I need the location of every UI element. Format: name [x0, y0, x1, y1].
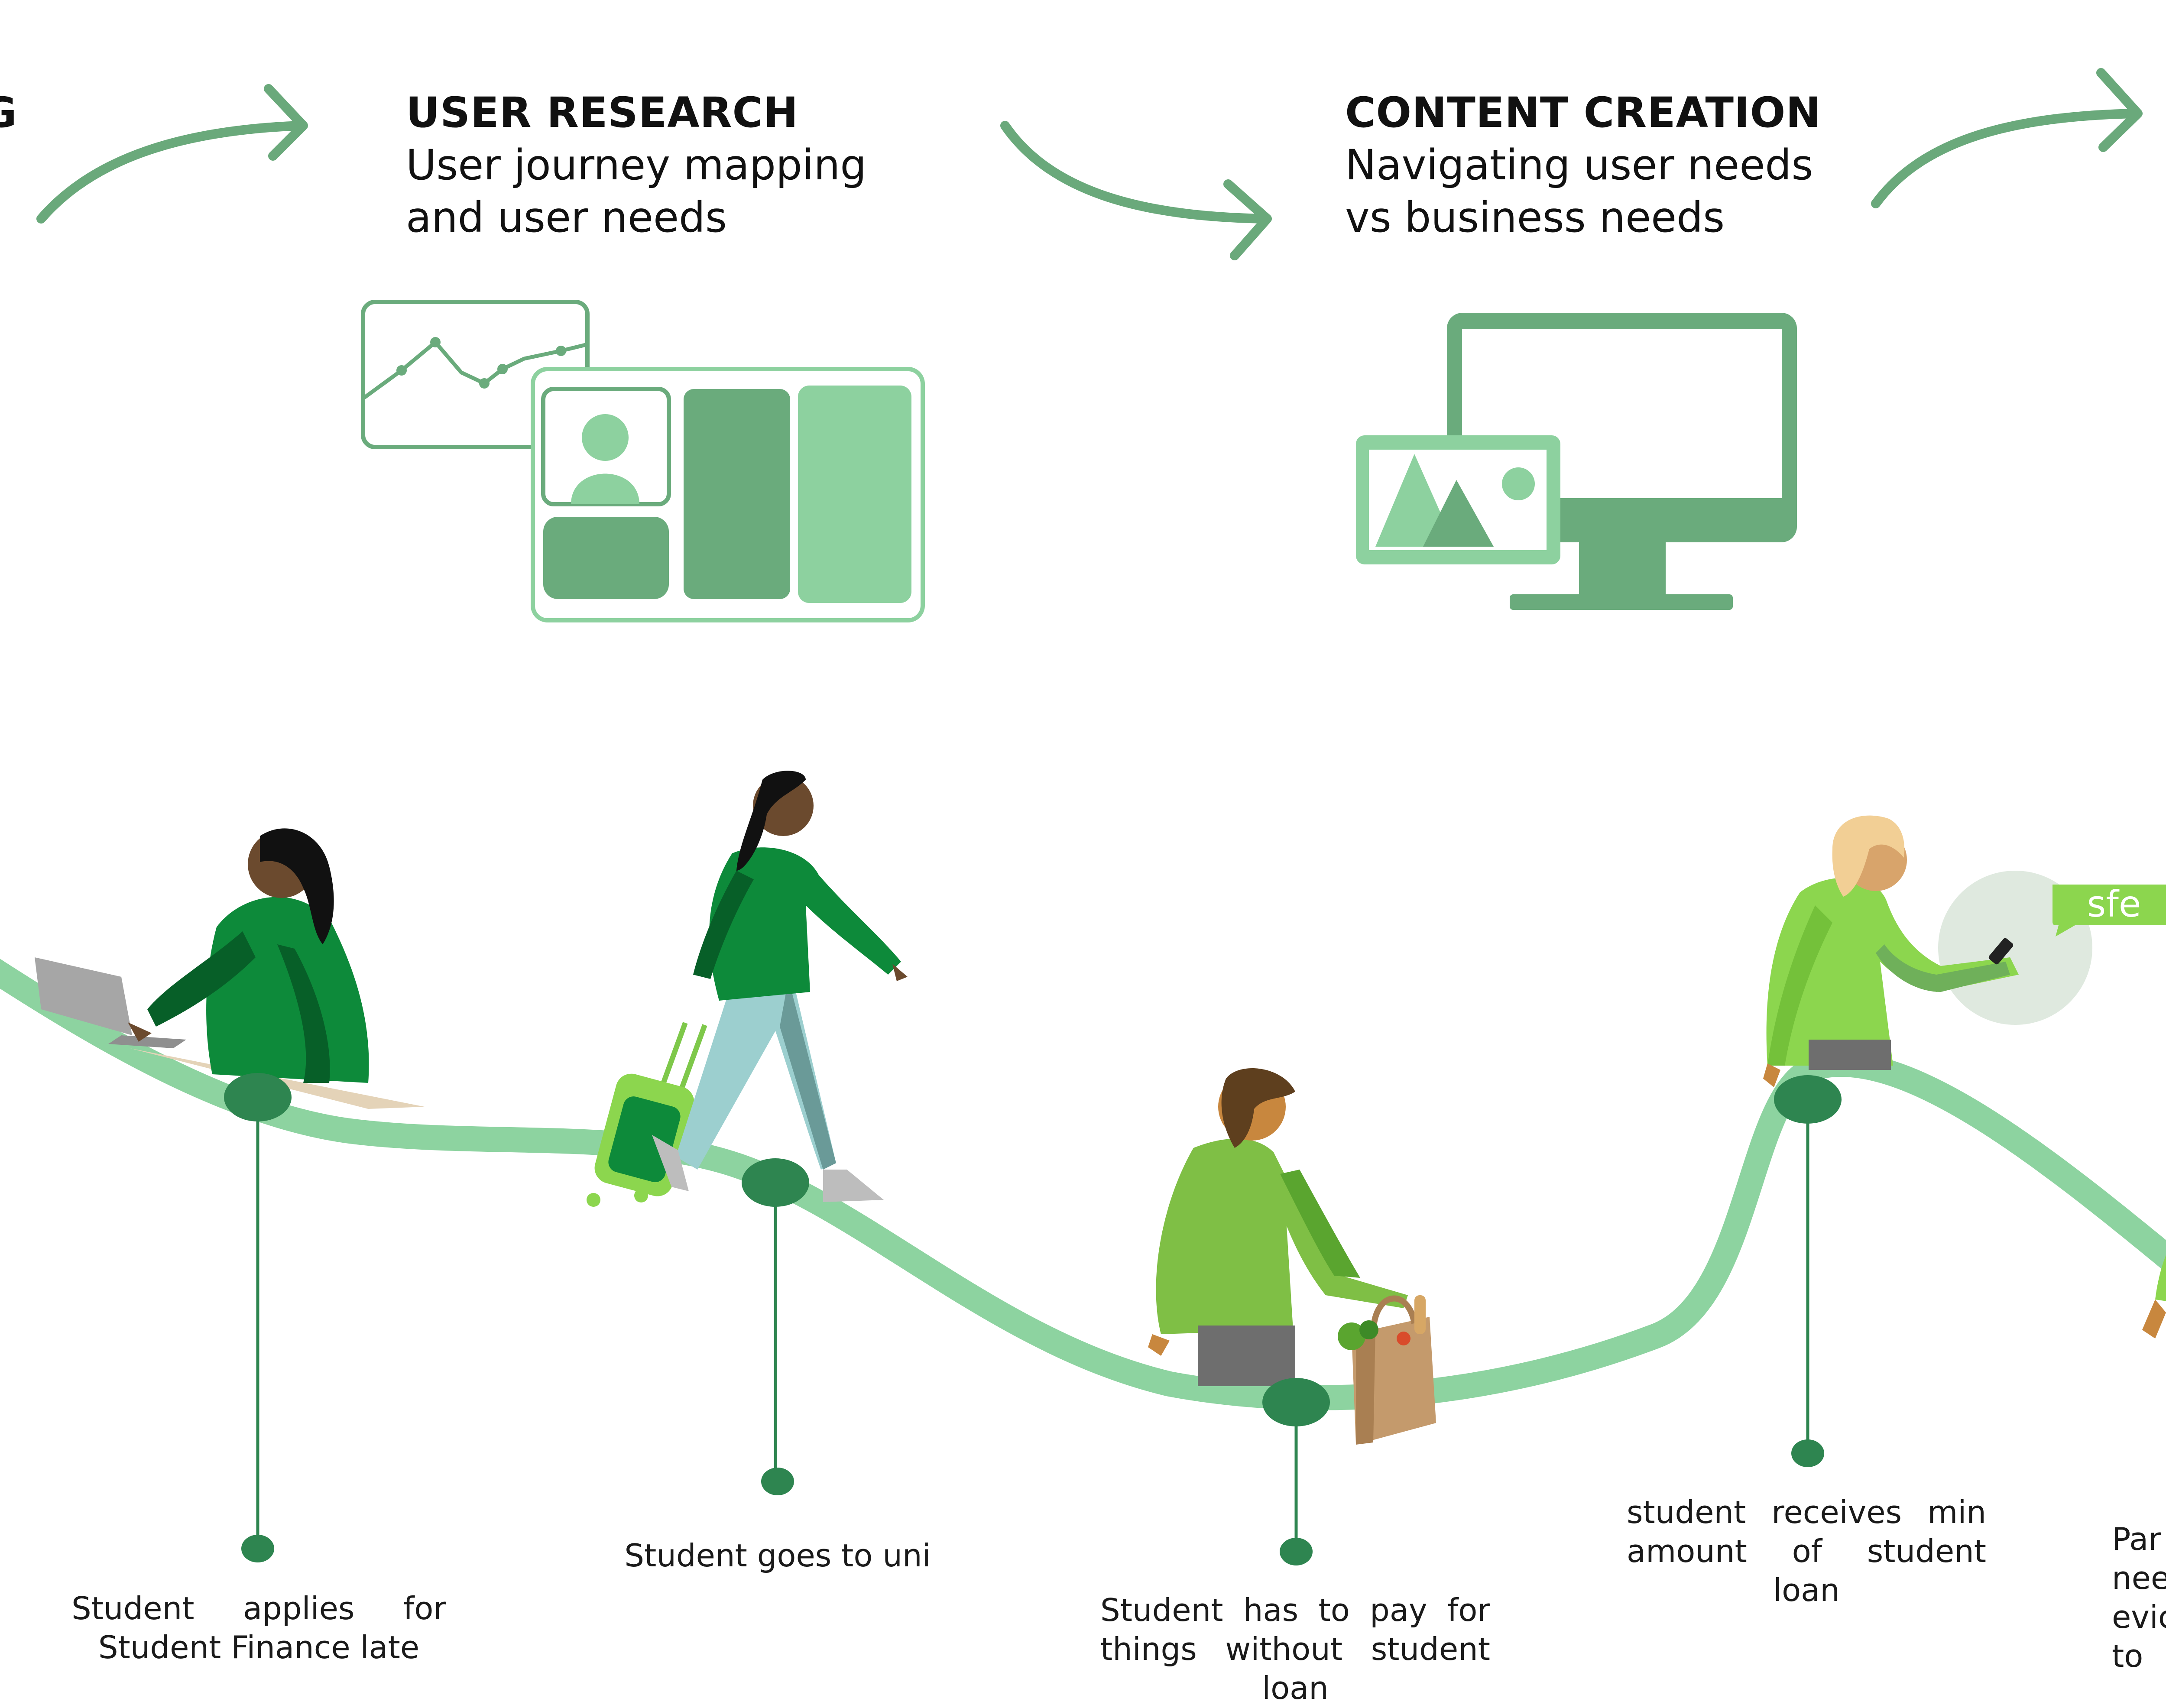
flow-arrow-2	[1000, 121, 1272, 260]
flow-arrow-1	[36, 84, 308, 224]
journey-caption-2: Student goes to uni	[624, 1537, 931, 1574]
heading-content-creation-subtitle: Navigating user needs vs business needs	[1345, 140, 1813, 242]
content-monitor-icon	[1356, 313, 1797, 610]
journey-caption-1: Student applies for Student Finance late	[71, 1590, 446, 1666]
heading-previous-stage-title: G	[0, 87, 17, 139]
heading-content-creation: CONTENT CREATION Navigating user needs v…	[1345, 87, 1821, 244]
heading-user-research-title: USER RESEARCH	[406, 88, 799, 137]
journey-caption-3: Student has to pay for things without st…	[1100, 1592, 1490, 1706]
heading-user-research: USER RESEARCH User journey mapping and u…	[406, 87, 866, 244]
heading-previous-stage: G	[0, 87, 17, 139]
journey-node-1	[224, 1073, 292, 1562]
journey-node-2	[742, 1158, 809, 1495]
research-dashboard-icon	[361, 300, 925, 622]
person-partial-illustration	[2142, 1255, 2166, 1339]
person-phone-illustration	[1763, 815, 2166, 1087]
journey-node-3	[1262, 1378, 1330, 1565]
speech-bubble-shape	[2053, 885, 2166, 937]
person-laptop-illustration	[35, 828, 425, 1109]
flow-arrow-3	[1871, 68, 2143, 208]
journey-caption-4: student receives min amount of student l…	[1627, 1494, 1986, 1608]
person-shopping-illustration	[1148, 1068, 1436, 1445]
journey-node-4	[1774, 1075, 1842, 1467]
heading-user-research-subtitle: User journey mapping and user needs	[406, 140, 867, 242]
speech-bubble-text: sfe	[2087, 883, 2141, 925]
person-suitcase-illustration	[587, 771, 908, 1207]
heading-content-creation-title: CONTENT CREATION	[1345, 88, 1821, 137]
journey-caption-5: Par nee evic to	[2112, 1521, 2166, 1674]
